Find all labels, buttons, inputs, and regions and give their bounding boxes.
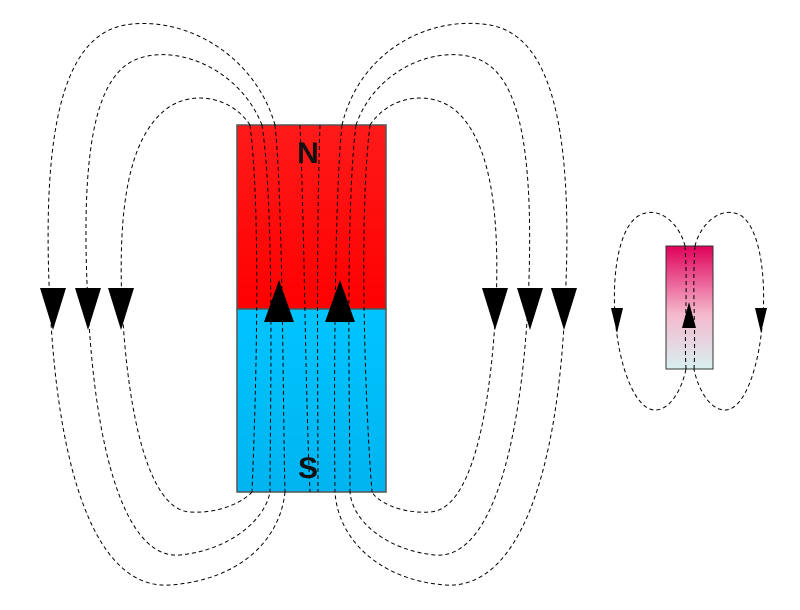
- south-pole: [236, 308, 387, 493]
- up-arrow-icon: [264, 280, 294, 322]
- down-arrow-icon: [755, 308, 767, 333]
- field-line: [369, 97, 498, 513]
- field-line: [261, 124, 272, 493]
- down-arrow-icon: [108, 288, 134, 330]
- field-line: [317, 124, 321, 493]
- field-line: [348, 124, 357, 493]
- down-arrow-icon: [40, 288, 66, 330]
- field-line: [249, 124, 258, 493]
- down-arrow-icon: [551, 288, 577, 330]
- field-line: [363, 124, 373, 493]
- up-arrow-icon: [682, 302, 696, 328]
- down-arrow-icon: [75, 288, 101, 330]
- south-label: S: [298, 452, 318, 485]
- field-line: [693, 245, 696, 370]
- field-line: [120, 97, 253, 513]
- north-label: N: [297, 137, 319, 170]
- down-arrow-icon: [517, 288, 543, 330]
- large-magnet: [236, 124, 387, 493]
- field-arrows-small: [611, 302, 767, 333]
- north-pole: [236, 124, 387, 310]
- down-arrow-icon: [482, 288, 508, 330]
- field-line: [684, 245, 687, 370]
- down-arrow-icon: [611, 308, 623, 333]
- field-line: [299, 124, 311, 493]
- field-arrows-large: [40, 280, 577, 330]
- up-arrow-icon: [325, 280, 355, 322]
